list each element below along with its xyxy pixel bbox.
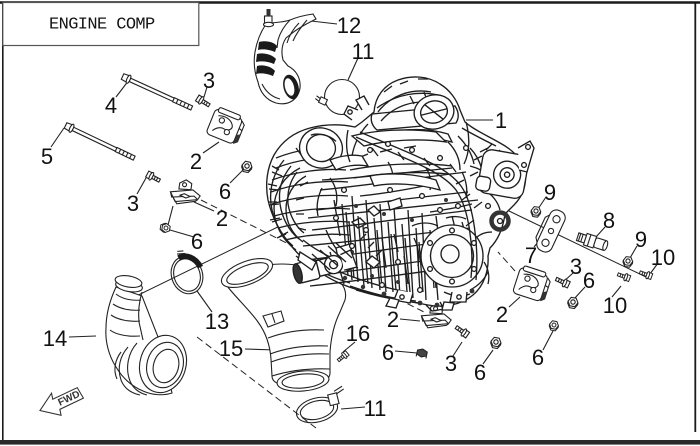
svg-text:6: 6 bbox=[532, 345, 544, 370]
svg-text:10: 10 bbox=[603, 293, 627, 318]
svg-text:4: 4 bbox=[105, 93, 117, 118]
svg-text:12: 12 bbox=[337, 13, 361, 38]
svg-text:2: 2 bbox=[216, 206, 228, 231]
svg-text:16: 16 bbox=[346, 321, 370, 346]
svg-text:6: 6 bbox=[474, 360, 486, 385]
svg-text:6: 6 bbox=[219, 179, 231, 204]
svg-text:3: 3 bbox=[445, 351, 457, 376]
svg-text:6: 6 bbox=[583, 268, 595, 293]
svg-text:13: 13 bbox=[205, 309, 229, 334]
svg-text:3: 3 bbox=[203, 68, 215, 93]
svg-text:9: 9 bbox=[635, 227, 647, 252]
svg-text:3: 3 bbox=[570, 254, 582, 279]
svg-text:11: 11 bbox=[352, 39, 375, 64]
svg-text:1: 1 bbox=[495, 108, 507, 133]
svg-text:11: 11 bbox=[364, 396, 387, 421]
svg-text:10: 10 bbox=[651, 245, 675, 270]
svg-text:ENGINE COMP: ENGINE COMP bbox=[49, 16, 155, 35]
svg-text:6: 6 bbox=[191, 229, 203, 254]
svg-text:3: 3 bbox=[127, 191, 139, 216]
svg-text:7: 7 bbox=[525, 243, 537, 268]
svg-text:15: 15 bbox=[219, 336, 243, 361]
svg-text:8: 8 bbox=[603, 208, 615, 233]
svg-text:5: 5 bbox=[41, 144, 53, 169]
svg-text:6: 6 bbox=[382, 340, 394, 365]
svg-text:2: 2 bbox=[496, 302, 508, 327]
svg-text:9: 9 bbox=[544, 180, 556, 205]
svg-text:14: 14 bbox=[43, 326, 67, 351]
svg-text:2: 2 bbox=[387, 307, 399, 332]
svg-text:2: 2 bbox=[190, 149, 202, 174]
